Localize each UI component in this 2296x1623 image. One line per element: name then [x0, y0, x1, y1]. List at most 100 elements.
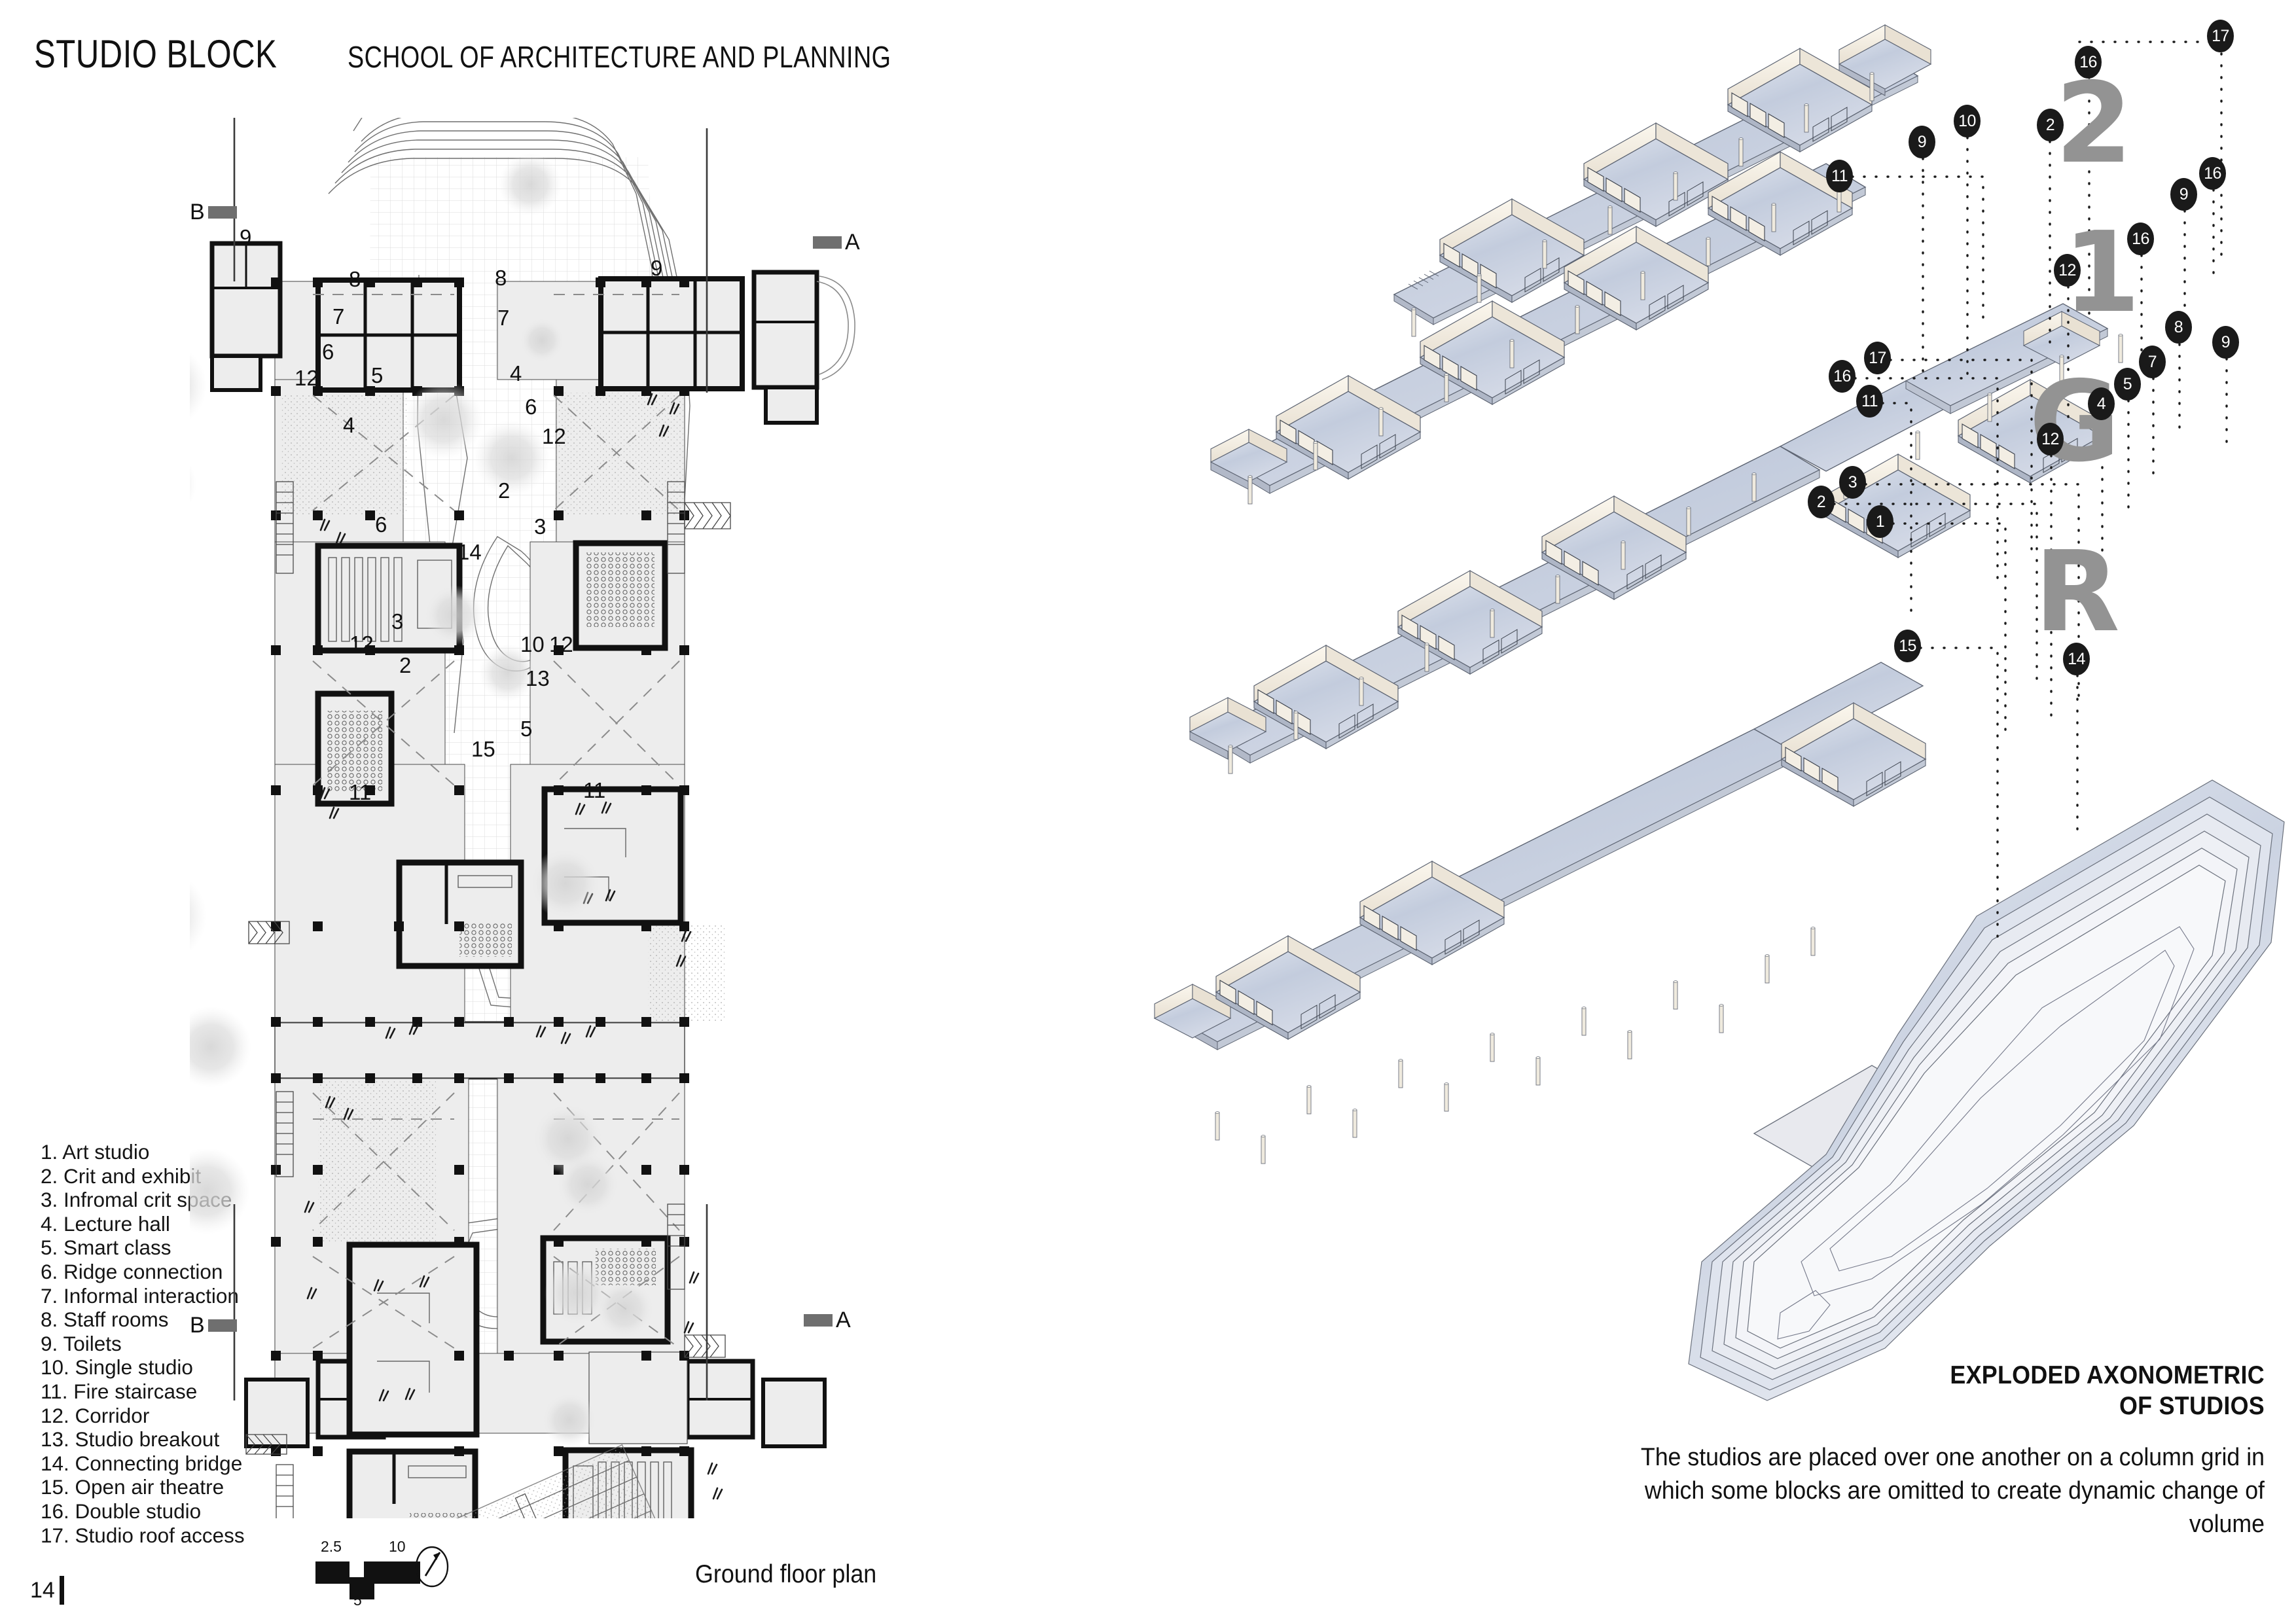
plan-room-number: 14 [457, 540, 482, 564]
plan-drawing [190, 118, 855, 1518]
plan-room-number: 5 [520, 717, 533, 741]
informal-crit-west [318, 1080, 436, 1243]
axon-callout-bubble: 1 [1867, 505, 1893, 538]
axon-callout-bubble: 8 [2165, 311, 2192, 344]
plan-room-number: 9 [240, 225, 252, 249]
section-marker-label: B [190, 200, 205, 224]
axon-callout-bubble: 17 [2207, 20, 2234, 52]
lecture-hall-north [573, 540, 668, 651]
plan-room-number: 11 [349, 780, 372, 804]
legend-item: 10. Single studio [41, 1355, 193, 1380]
plan-room-number: 3 [534, 514, 547, 539]
plan-room-number: 7 [332, 304, 345, 329]
terrain-model [1688, 779, 2285, 1401]
section-marker-label: B [190, 1313, 205, 1338]
axon-callout-bubble: 16 [2127, 223, 2154, 255]
legend-item: 15. Open air theatre [41, 1475, 224, 1499]
section-marker: A [804, 1309, 851, 1331]
plan-room-number: 8 [349, 267, 361, 291]
section-marker: B [190, 1314, 237, 1336]
legend-item: 14. Connecting bridge [41, 1451, 243, 1475]
axon-level-2 [1393, 24, 1932, 337]
axon-callout-bubble: 9 [2170, 178, 2197, 211]
trees [190, 153, 655, 1448]
plan-caption: Ground floor plan [695, 1560, 877, 1588]
axon-level-G [1189, 303, 2123, 774]
studio-breakout [588, 1351, 688, 1444]
axon-callout-bubble: 2 [1808, 486, 1835, 518]
axon-level-label: R [2034, 527, 2120, 657]
legend-item: 5. Smart class [41, 1236, 171, 1260]
section-marker-label: A [836, 1308, 851, 1332]
art-studio-south [346, 1448, 478, 1518]
section-marker-tab [813, 236, 842, 249]
axon-callout-bubble: 5 [2114, 368, 2141, 401]
plan-room-number: 12 [549, 632, 573, 656]
plan-room-number: 10 [520, 632, 545, 656]
callout-leaders [1821, 41, 2228, 944]
axon-caption-heading-1: EXPLODED AXONOMETRIC [1950, 1361, 2265, 1389]
legend-item: 17. Studio roof access [41, 1523, 245, 1547]
plan-room-number: 12 [350, 632, 374, 656]
axon-callout-bubble: 14 [2063, 643, 2090, 675]
legend-item: 7. Informal interaction [41, 1283, 239, 1308]
page-number-bar [59, 1576, 64, 1605]
art-studio-mid [396, 859, 524, 969]
plan-room-number: 2 [399, 653, 412, 677]
plan-room-number: 13 [526, 666, 550, 690]
plan-room-number: 12 [542, 424, 566, 448]
axon-caption-heading-2: OF STUDIOS [2119, 1392, 2265, 1420]
section-marker: B [190, 201, 237, 223]
title-main: STUDIO BLOCK [34, 32, 278, 76]
scale-label-right: 10 [389, 1538, 406, 1555]
plan-room-number: 3 [391, 609, 404, 633]
scale-bar: 2.5 10 5 [315, 1539, 531, 1611]
plan-room-number: 6 [322, 340, 334, 364]
axon-drawing [1153, 24, 2285, 1401]
axon-callout-bubble: 16 [2075, 46, 2102, 79]
plan-room-number: 6 [375, 512, 387, 537]
section-lines [233, 118, 708, 1400]
axon-callout-bubble: 11 [1826, 160, 1853, 192]
plan-room-number: 2 [498, 478, 511, 503]
plan-room-number: 9 [651, 256, 663, 280]
page-title: STUDIO BLOCK SCHOOL OF ARCHITECTURE AND … [34, 31, 1010, 77]
north-arrow-icon [415, 1546, 449, 1588]
scale-label-left: 2.5 [321, 1538, 342, 1555]
section-marker-tab [804, 1313, 833, 1327]
page-number-value: 14 [30, 1578, 55, 1603]
section-marker-tab [207, 1319, 237, 1332]
legend-item: 12. Corridor [41, 1403, 150, 1427]
title-subtitle: SCHOOL OF ARCHITECTURE AND PLANNING [347, 40, 891, 74]
axon-callout-bubble: 15 [1894, 630, 1921, 662]
axon-level-label: G [2029, 357, 2121, 487]
plan-room-number: 6 [525, 395, 537, 419]
legend-item: 6. Ridge connection [41, 1259, 223, 1283]
plan-room-number: 12 [295, 366, 319, 390]
axon-callout-bubble: 9 [1909, 126, 1935, 158]
legend-item: 16. Double studio [41, 1499, 202, 1523]
axon-callout-bubble: 11 [1856, 385, 1883, 418]
connecting-bridge [274, 1021, 685, 1080]
crit-exhibit-west [346, 1241, 480, 1438]
staff-room-cluster-east [598, 276, 745, 391]
section-marker-label: A [845, 230, 860, 255]
axon-level-R [1153, 662, 2285, 1401]
plan-room-number: 8 [495, 266, 507, 290]
stairs [276, 481, 685, 1518]
informal-interaction-zones [280, 393, 685, 514]
axon-caption: EXPLODED AXONOMETRIC OF STUDIOS The stud… [1597, 1360, 2265, 1541]
axon-callout-bubble: 7 [2139, 346, 2166, 378]
page-number: 14 [30, 1576, 64, 1605]
axon-level-1 [1210, 151, 1867, 505]
entry-steps [245, 502, 731, 1455]
axon-callout-bubble: 9 [2212, 326, 2239, 359]
axon-callout-bubble: 17 [1864, 342, 1891, 374]
section-marker: A [813, 231, 860, 253]
plan-room-number: 11 [583, 778, 606, 802]
plan-room-number: 4 [510, 361, 522, 385]
legend-item: 8. Staff rooms [41, 1308, 169, 1332]
plan-room-number: 5 [371, 363, 384, 387]
staff-room-cluster-west [315, 277, 462, 393]
